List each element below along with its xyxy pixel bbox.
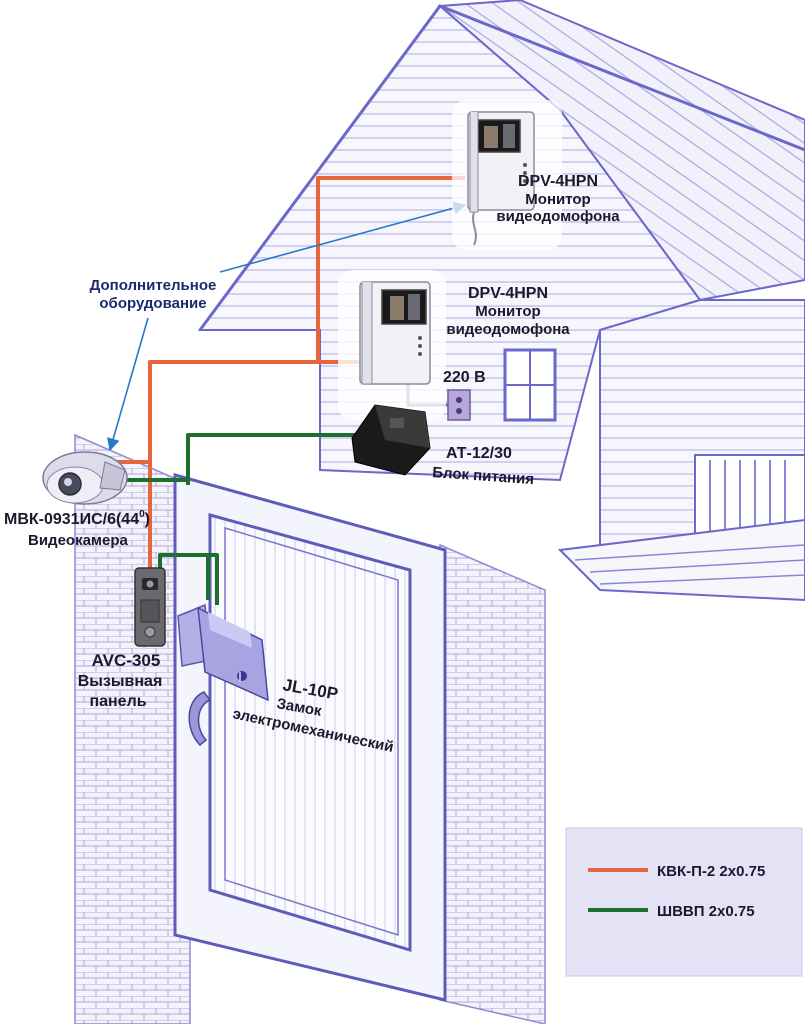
monitor-top — [452, 100, 562, 250]
power-outlet — [447, 389, 471, 421]
label-extra-equipment: Дополнительное оборудование — [90, 277, 217, 312]
fence-right-wall — [439, 543, 546, 1024]
call-panel-line1: Вызывная — [78, 673, 163, 690]
label-monitor-mid: DPV-4HPN Монитор видеодомофона — [446, 285, 570, 338]
legend-item-green-cable: ШВВП 2x0.75 — [588, 903, 755, 920]
cables-green — [110, 433, 360, 605]
extra-equipment-line1: Дополнительное — [90, 277, 217, 294]
monitor-top-type-line1: Монитор — [525, 191, 590, 208]
monitor-top-model: DPV-4HPN — [518, 173, 598, 190]
call-panel — [134, 567, 166, 647]
label-voltage: 220 В — [443, 369, 486, 386]
label-monitor-top: DPV-4HPN Монитор видеодомофона — [496, 173, 620, 225]
power-supply-unit — [351, 404, 431, 476]
camera-model: МВК-0931ИС/6(440) — [4, 509, 150, 528]
video-camera — [42, 451, 128, 505]
call-panel-line2: панель — [89, 693, 146, 710]
monitor-mid-model: DPV-4HPN — [468, 285, 548, 302]
call-panel-model: AVC-305 — [92, 651, 161, 670]
electromechanical-lock — [177, 603, 269, 702]
monitor-top-type-line2: видеодомофона — [496, 208, 620, 225]
monitor-top-handset-cord — [472, 211, 477, 246]
label-camera: МВК-0931ИС/6(440) Видеокамера — [4, 509, 150, 549]
house-porch — [557, 454, 805, 602]
monitor-mid-type-line2: видеодомофона — [446, 321, 570, 338]
extra-equipment-arrows — [107, 201, 467, 452]
legend-item-red-cable: КВК-П-2 2x0.75 — [588, 863, 765, 880]
legend-label-red: КВК-П-2 2x0.75 — [657, 863, 765, 880]
gate-handle — [188, 691, 212, 747]
label-call-panel: AVC-305 Вызывная панель — [78, 651, 163, 710]
gate — [173, 473, 447, 1002]
monitor-mid-type-line1: Монитор — [475, 303, 540, 320]
camera-name: Видеокамера — [28, 532, 129, 549]
legend-label-green: ШВВП 2x0.75 — [657, 903, 755, 920]
power-supply-model: АТ-12/30 — [446, 445, 512, 462]
extra-equipment-line2: оборудование — [99, 295, 206, 312]
monitor-mid — [338, 270, 446, 420]
legend: КВК-П-2 2x0.75 ШВВП 2x0.75 — [565, 827, 803, 977]
